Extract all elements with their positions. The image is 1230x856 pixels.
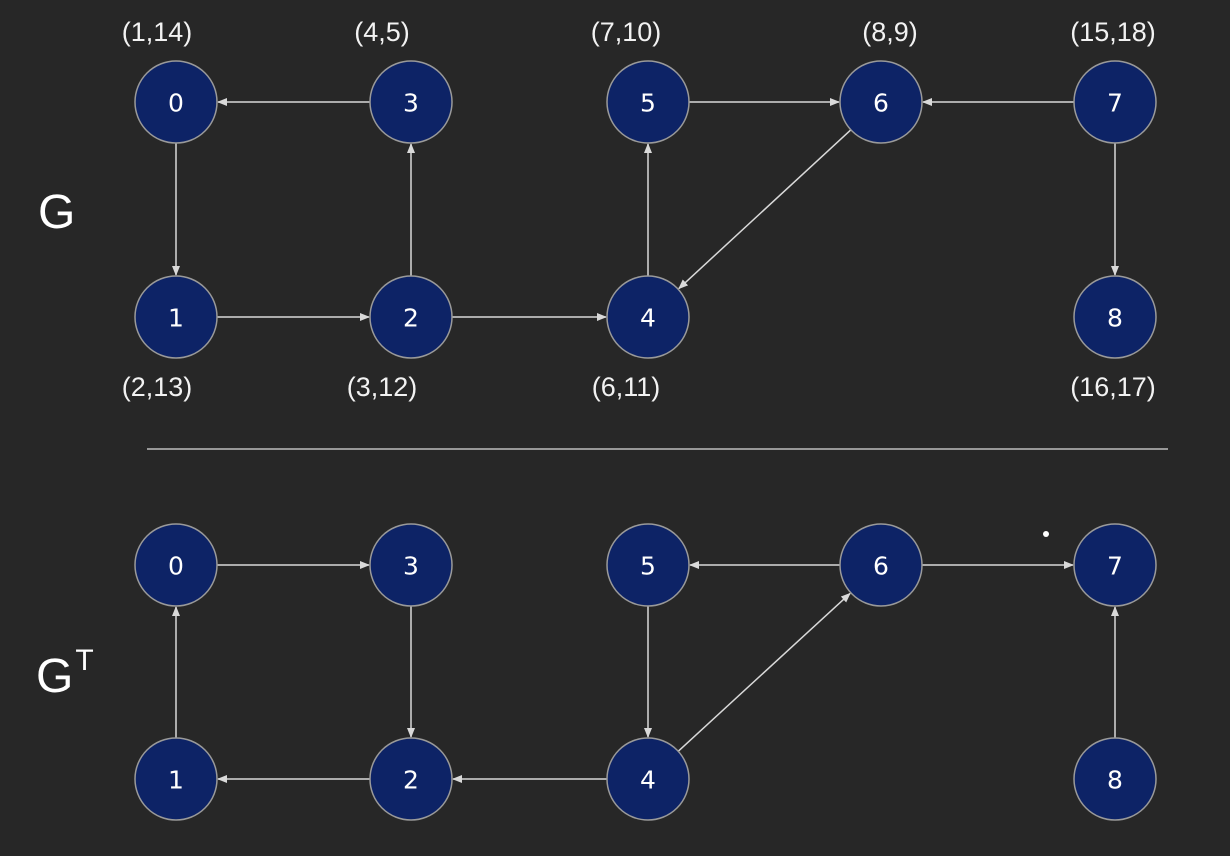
node-circle [369,60,453,144]
node-label: 6 [873,552,889,581]
node-label: 3 [403,89,419,118]
edge-4-to-6 [677,592,851,752]
node-circle [606,737,690,821]
node-circle [1073,60,1157,144]
node-label: 5 [640,552,656,581]
node-5: 5 [606,523,690,607]
node-label: 4 [640,766,656,795]
node-2: 2 (3,12) [347,275,453,402]
node-circle [1073,275,1157,359]
node-label: 5 [640,89,656,118]
node-7: 7 [1073,523,1157,607]
graph-g: G 0 (1,14) 3 (4,5) 5 (7,10) 6 (8,9) 7 (15,18) 1 (2,1… [38,17,1157,402]
node-label: 1 [168,766,184,795]
pointer-dot [1043,531,1049,537]
node-5: 5 (7,10) [591,17,690,144]
time-label-3: (4,5) [354,17,410,47]
node-circle [369,523,453,607]
node-label: 1 [168,304,184,333]
node-4: 4 [606,737,690,821]
node-circle [134,737,218,821]
node-8: 8 [1073,737,1157,821]
node-label: 8 [1107,766,1123,795]
node-circle [1073,737,1157,821]
time-label-7: (15,18) [1070,17,1156,47]
node-3: 3 (4,5) [354,17,453,144]
time-label-5: (7,10) [591,17,662,47]
time-label-0: (1,14) [122,17,193,47]
node-0: 0 [134,523,218,607]
node-circle [606,275,690,359]
time-label-6: (8,9) [862,17,918,47]
graph-title: G [36,650,73,703]
node-label: 3 [403,552,419,581]
time-label-4: (6,11) [592,372,661,402]
time-label-8: (16,17) [1070,372,1156,402]
node-6: 6 (8,9) [839,17,923,144]
node-label: 0 [168,552,184,581]
node-0: 0 (1,14) [122,17,218,144]
time-label-1: (2,13) [122,372,193,402]
node-circle [134,60,218,144]
node-6: 6 [839,523,923,607]
node-label: 2 [403,304,419,333]
edge-6-to-4 [678,129,852,290]
node-label: 6 [873,89,889,118]
graph-title-superscript: T [75,644,93,677]
node-label: 4 [640,304,656,333]
node-circle [134,523,218,607]
node-circle [1073,523,1157,607]
graph-title: G [38,186,75,239]
node-circle [369,737,453,821]
node-circle [606,60,690,144]
time-label-2: (3,12) [347,372,418,402]
node-circle [606,523,690,607]
node-circle [134,275,218,359]
node-8: 8 (16,17) [1070,275,1157,402]
node-1: 1 (2,13) [122,275,218,402]
node-circle [369,275,453,359]
node-circle [839,523,923,607]
node-label: 7 [1107,552,1123,581]
node-label: 2 [403,766,419,795]
node-circle [839,60,923,144]
node-2: 2 [369,737,453,821]
node-1: 1 [134,737,218,821]
node-3: 3 [369,523,453,607]
node-label: 0 [168,89,184,118]
node-4: 4 (6,11) [592,275,690,402]
node-7: 7 (15,18) [1070,17,1157,144]
node-label: 8 [1107,304,1123,333]
node-label: 7 [1107,89,1123,118]
